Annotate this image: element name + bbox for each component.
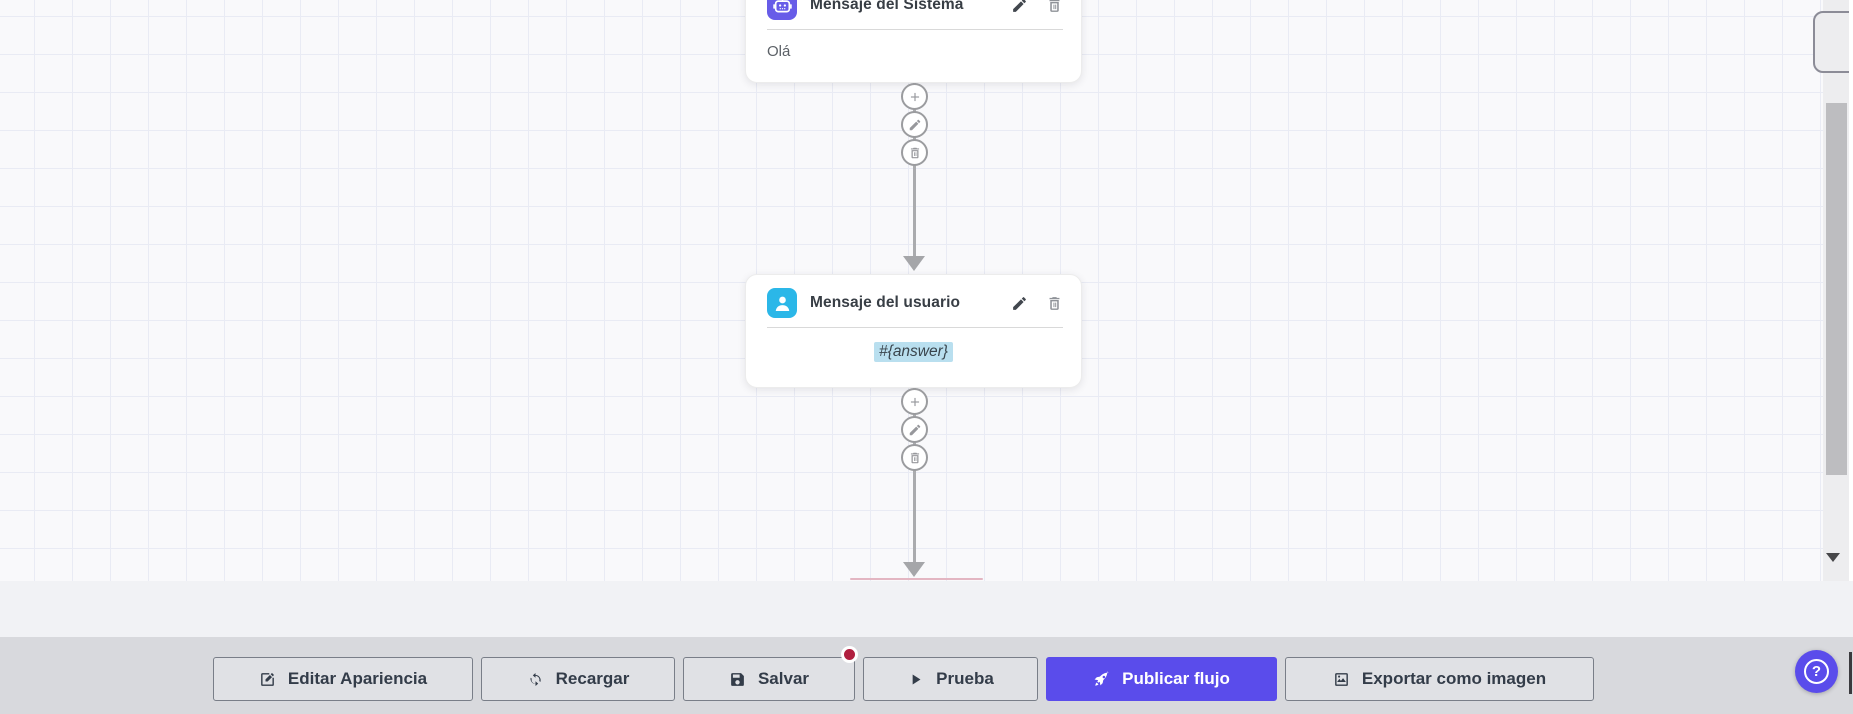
play-icon xyxy=(912,674,921,684)
connector-arrowhead xyxy=(903,256,925,271)
card-divider xyxy=(767,29,1063,30)
button-label: Exportar como imagen xyxy=(1361,669,1547,688)
user-icon xyxy=(767,288,797,318)
bottom-toolbar: Editar Apariencia Recargar Salvar Prueba… xyxy=(213,657,1594,701)
edit-connector-button[interactable] xyxy=(901,111,928,138)
refresh-icon xyxy=(530,672,541,686)
robot-icon xyxy=(767,0,797,20)
node-header: Mensaje del Sistema xyxy=(746,0,1081,29)
vertical-scrollbar-thumb[interactable] xyxy=(1826,103,1847,475)
button-label: Editar Apariencia xyxy=(287,669,428,688)
button-label: Recargar xyxy=(555,669,630,688)
connector-line xyxy=(913,388,916,565)
window-edge xyxy=(1849,652,1852,694)
unsaved-changes-badge xyxy=(841,646,858,663)
button-label: Salvar xyxy=(757,669,810,688)
add-node-button[interactable] xyxy=(901,83,928,110)
save-icon xyxy=(731,672,744,686)
node-system-message[interactable]: Mensaje del Sistema Olá xyxy=(745,0,1082,83)
edit-node-icon[interactable] xyxy=(1011,295,1028,312)
delete-connector-button[interactable] xyxy=(901,444,928,471)
edit-square-icon xyxy=(261,672,274,686)
image-icon xyxy=(1335,672,1348,686)
export-image-button[interactable]: Exportar como imagen xyxy=(1285,657,1594,701)
delete-node-icon[interactable] xyxy=(1046,295,1063,312)
edit-appearance-button[interactable]: Editar Apariencia xyxy=(213,657,473,701)
button-label: Publicar flujo xyxy=(1122,669,1230,688)
delete-node-icon[interactable] xyxy=(1046,0,1063,14)
connector-line xyxy=(913,83,916,259)
help-button[interactable]: ? xyxy=(1795,650,1838,693)
variable-token[interactable]: #{answer} xyxy=(874,342,953,362)
node-header: Mensaje del usuario xyxy=(746,275,1081,327)
question-icon: ? xyxy=(1804,659,1829,684)
rocket-icon xyxy=(1094,670,1109,686)
node-title: Mensaje del Sistema xyxy=(810,0,964,13)
publish-flow-button[interactable]: Publicar flujo xyxy=(1046,657,1277,701)
node-content: Olá xyxy=(767,43,791,60)
next-node-top-edge xyxy=(850,578,983,580)
scroll-down-arrow-icon[interactable] xyxy=(1826,553,1840,562)
save-button[interactable]: Salvar xyxy=(683,657,855,701)
card-divider xyxy=(767,327,1063,328)
canvas-bottom-band xyxy=(0,581,1853,637)
scrollbar-edge xyxy=(1849,0,1853,581)
clipped-panel xyxy=(1813,11,1853,73)
delete-connector-button[interactable] xyxy=(901,139,928,166)
node-title: Mensaje del usuario xyxy=(810,294,961,311)
test-button[interactable]: Prueba xyxy=(863,657,1038,701)
node-user-message[interactable]: Mensaje del usuario #{answer} xyxy=(745,274,1082,388)
reload-button[interactable]: Recargar xyxy=(481,657,675,701)
connector-arrowhead xyxy=(903,562,925,577)
node-content-wrap: #{answer} xyxy=(746,328,1081,376)
button-label: Prueba xyxy=(936,669,994,688)
edit-node-icon[interactable] xyxy=(1011,0,1028,14)
edit-connector-button[interactable] xyxy=(901,416,928,443)
add-node-button[interactable] xyxy=(901,388,928,415)
